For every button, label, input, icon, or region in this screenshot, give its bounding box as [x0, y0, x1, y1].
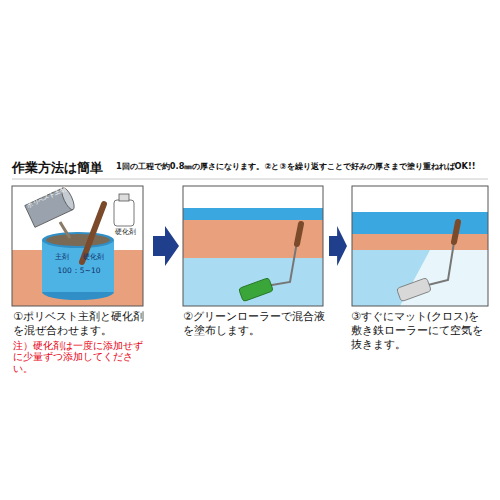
panel-matting	[352, 186, 488, 306]
step-panel: ①ポリベスト主剤と硬化剤を混ぜ合わせます。注）硬化剤は一度に添加せずに少量ずつ添…	[10, 186, 152, 375]
header-note: 1回の工程で約0.8㎜の厚さになります。②と③を繰り返すことで好みの厚さまで塗り…	[116, 162, 494, 172]
step-caption: ②グリーンローラーで混合液を塗布します。	[183, 310, 325, 338]
bucket-label: 硬化剤	[76, 252, 110, 262]
step-arrow	[153, 226, 179, 266]
caution-note: 注）硬化剤は一度に添加せずに少量ずつ添加してください。	[13, 340, 149, 376]
bottle-label: 硬化剤	[108, 228, 142, 237]
panel-rolling	[183, 186, 323, 306]
title: 作業方法は簡単	[12, 159, 103, 177]
step-panel: ②グリーンローラーで混合液を塗布します。	[180, 186, 328, 338]
ratio-label: 100：5~10	[48, 266, 110, 276]
bucket-label: 主剤	[50, 252, 74, 262]
step-caption: ③すぐにマット(クロス)を敷き鉄ローラーにて空気を抜きます。	[351, 310, 489, 351]
header-rule	[12, 179, 488, 180]
step-arrow	[329, 226, 347, 266]
step-caption: ①ポリベスト主剤と硬化剤を混ぜ合わせます。	[13, 310, 149, 338]
step-panel: ③すぐにマット(クロス)を敷き鉄ローラーにて空気を抜きます。	[348, 186, 492, 351]
